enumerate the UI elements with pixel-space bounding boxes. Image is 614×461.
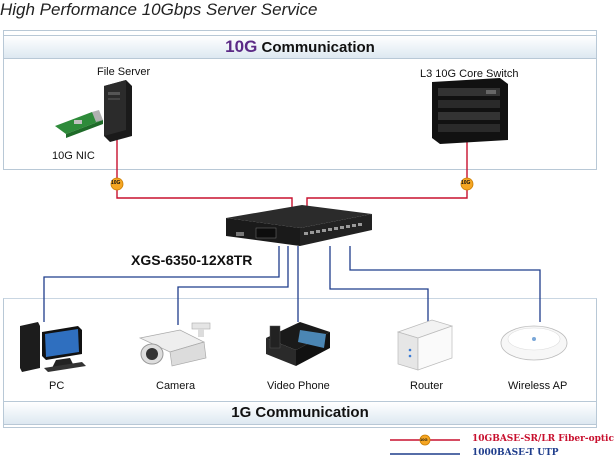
fiber-link-core-switch bbox=[306, 140, 468, 210]
badge-file-server bbox=[110, 177, 124, 191]
top-zone-label: Communication bbox=[261, 39, 375, 56]
pc-icon bbox=[20, 322, 86, 372]
pc-label: PC bbox=[49, 380, 65, 392]
wireless-ap-icon bbox=[500, 325, 568, 361]
video-phone-label: Video Phone bbox=[267, 380, 330, 392]
badge-core-switch bbox=[460, 177, 474, 191]
badge-label-core-switch: 10G bbox=[461, 180, 471, 186]
legend-fiber-label: 10GBASE-SR/LR Fiber-optic bbox=[472, 434, 614, 444]
video-phone-icon bbox=[266, 322, 330, 366]
file-server-icon bbox=[104, 80, 132, 142]
legend-utp-label: 1000BASE-T UTP bbox=[472, 448, 559, 458]
core-switch-label: L3 10G Core Switch bbox=[420, 68, 519, 80]
router-label: Router bbox=[410, 380, 444, 392]
switch-model-label: XGS-6350-12X8TR bbox=[131, 252, 253, 268]
wireless-ap-label: Wireless AP bbox=[508, 380, 568, 392]
xgs-switch-icon bbox=[226, 205, 372, 246]
camera-label: Camera bbox=[156, 380, 196, 392]
utp-link-pc bbox=[43, 246, 280, 322]
router-icon bbox=[396, 319, 454, 371]
top-zone-accent: 10G bbox=[225, 37, 258, 56]
file-server-label: File Server bbox=[97, 66, 151, 78]
nic-label: 10G NIC bbox=[52, 150, 95, 162]
utp-link-camera bbox=[177, 246, 289, 325]
fiber-links bbox=[116, 138, 468, 210]
legend-badge-label: 10G bbox=[420, 437, 428, 442]
network-diagram bbox=[20, 78, 568, 455]
badge-label-file-server: 10G bbox=[111, 180, 121, 186]
legend-fiber bbox=[390, 434, 460, 446]
top-zone-banner: 10G Communication bbox=[3, 35, 597, 59]
fiber-link-file-server bbox=[116, 138, 293, 210]
diagram-title: High Performance 10Gbps Server Service bbox=[0, 0, 318, 19]
bottom-zone-banner: 1G Communication bbox=[3, 401, 597, 425]
camera-icon bbox=[138, 322, 211, 367]
nic-card-icon bbox=[55, 110, 103, 138]
utp-link-router bbox=[329, 246, 429, 322]
core-switch-icon bbox=[432, 78, 508, 144]
utp-links bbox=[43, 246, 541, 325]
utp-link-ap bbox=[349, 246, 541, 322]
